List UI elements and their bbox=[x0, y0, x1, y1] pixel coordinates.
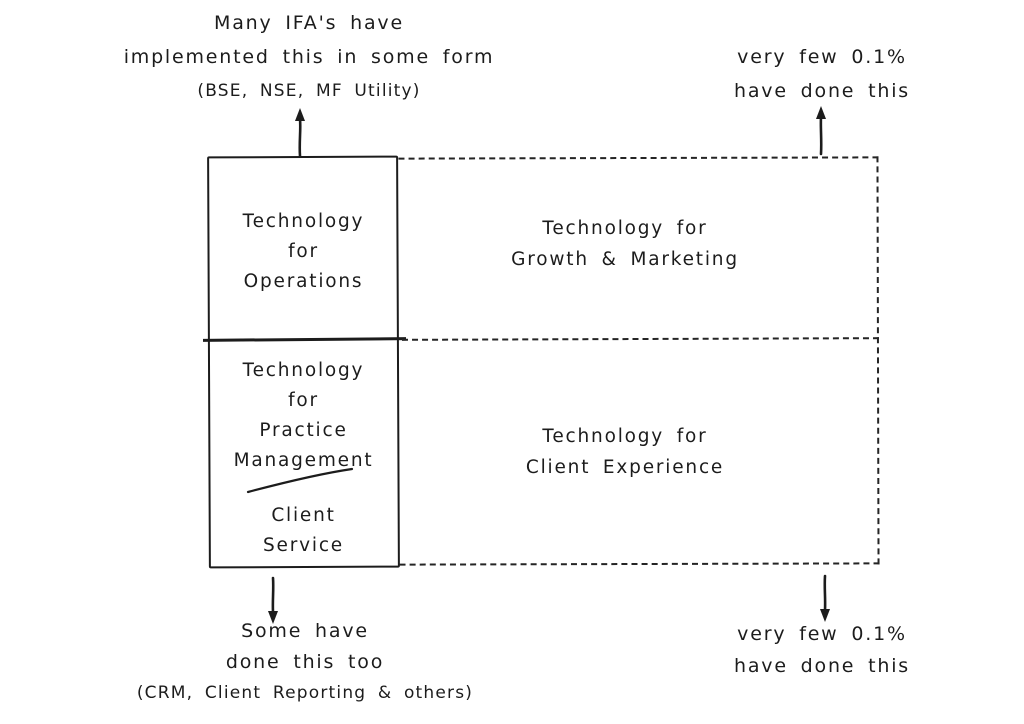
cell-text: Technology for bbox=[542, 218, 708, 239]
cell-text: Operations bbox=[243, 271, 364, 292]
underline-slash bbox=[246, 467, 354, 494]
cell-text: Practice bbox=[259, 420, 348, 441]
cell-text: Technology for bbox=[542, 426, 708, 447]
annotation-bottom-left: Some have done this too (CRM, Client Rep… bbox=[90, 616, 520, 709]
annotation-text: Many IFA's have bbox=[214, 12, 404, 34]
annotation-top-right: very few 0.1% have done this bbox=[702, 40, 942, 108]
cell-text: Client bbox=[271, 505, 336, 526]
cell-text: Service bbox=[263, 535, 344, 556]
cell-text: Technology bbox=[242, 211, 365, 232]
arrow-up-icon bbox=[295, 108, 305, 158]
arrow-up-icon bbox=[816, 106, 826, 156]
annotation-top-left: Many IFA's have implemented this in some… bbox=[92, 6, 526, 108]
annotation-bottom-right: very few 0.1% have done this bbox=[702, 618, 942, 682]
annotation-text: very few 0.1% bbox=[737, 623, 907, 645]
arrow-down-icon bbox=[820, 574, 830, 622]
cell-technology-practice-management: Technology for Practice Management bbox=[208, 356, 399, 476]
cell-technology-growth-marketing: Technology for Growth & Marketing bbox=[425, 213, 825, 275]
cell-text: Client Experience bbox=[525, 457, 725, 478]
annotation-text: have done this bbox=[734, 655, 910, 677]
annotation-text: done this too bbox=[225, 651, 385, 673]
annotation-text: (CRM, Client Reporting & others) bbox=[136, 683, 474, 703]
annotation-text: Some have bbox=[241, 620, 369, 642]
annotation-text: implemented this in some form bbox=[123, 46, 495, 68]
annotation-text: have done this bbox=[734, 80, 910, 102]
arrow-down-icon bbox=[268, 576, 278, 624]
cell-text: Growth & Marketing bbox=[511, 249, 739, 270]
annotation-text: (BSE, NSE, MF Utility) bbox=[197, 81, 421, 101]
annotation-text: very few 0.1% bbox=[737, 46, 907, 68]
cell-technology-operations: Technology for Operations bbox=[208, 207, 399, 297]
cell-text: for bbox=[288, 390, 319, 411]
cell-text: for bbox=[288, 241, 319, 262]
cell-text: Management bbox=[233, 450, 374, 471]
cell-technology-client-experience: Technology for Client Experience bbox=[425, 421, 825, 483]
cell-client-service: Client Service bbox=[208, 501, 399, 561]
cell-text: Technology bbox=[242, 360, 365, 381]
